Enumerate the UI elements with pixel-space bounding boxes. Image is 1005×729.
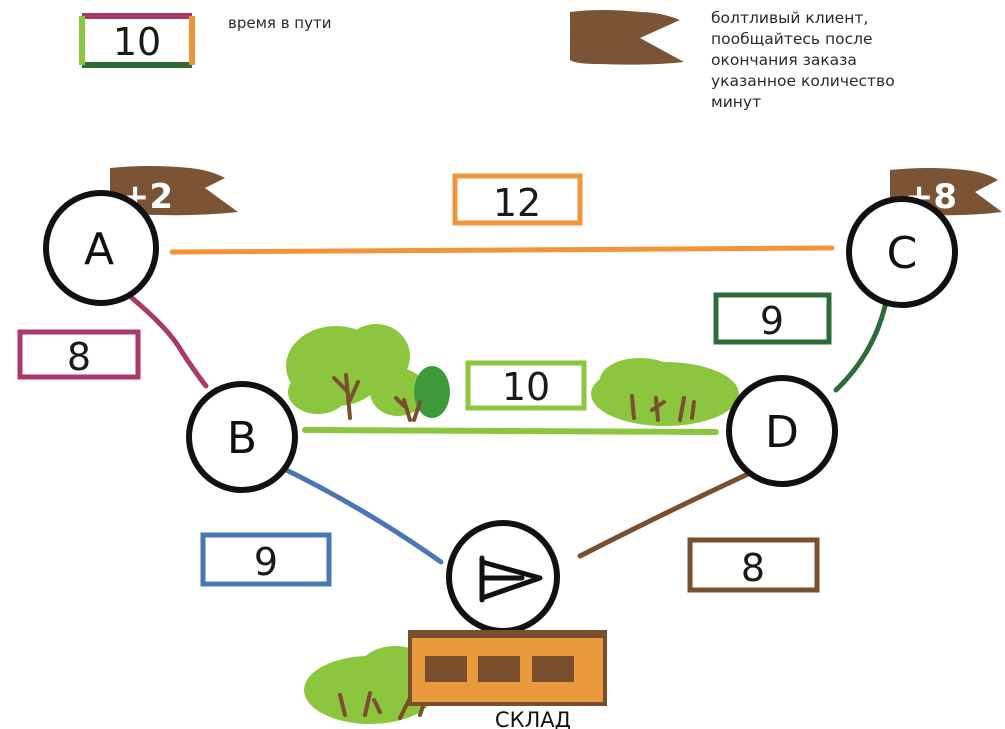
node-depot	[446, 520, 560, 634]
legend-time-box: 10	[79, 13, 195, 68]
depot-arrow-icon	[479, 555, 543, 603]
edge-a-b	[129, 295, 209, 389]
node-c: C	[846, 196, 958, 308]
trees-left	[286, 324, 450, 422]
edge-weight-d-depot: 8	[687, 537, 820, 593]
svg-text:10: 10	[502, 365, 550, 409]
legend-flag-line-4: указанное количество	[711, 72, 895, 90]
legend-time-value: 10	[113, 20, 161, 64]
node-d: D	[726, 375, 838, 487]
legend-time-label: время в пути	[228, 14, 332, 32]
svg-text:12: 12	[493, 181, 541, 225]
svg-text:C: C	[887, 228, 918, 279]
edge-d-depot	[577, 471, 751, 559]
edges	[129, 245, 891, 565]
trees-right	[591, 358, 739, 426]
edge-b-d	[302, 427, 719, 435]
edge-b-depot	[273, 462, 444, 565]
svg-text:8: 8	[67, 335, 91, 379]
legend-flag-label: болтливый клиент, пообщайтесь после окон…	[711, 8, 981, 113]
edge-weight-b-d: 10	[465, 360, 587, 411]
legend-flag-line-2: пообщайтесь после	[711, 30, 873, 48]
depot-building	[408, 630, 607, 706]
edge-weight-c-d: 9	[713, 292, 832, 345]
legend-flag-line-3: окончания заказа	[711, 51, 857, 69]
legend-flag-line-1: болтливый клиент,	[711, 9, 869, 27]
svg-text:9: 9	[760, 299, 784, 343]
edge-weight-a-b: 8	[17, 329, 141, 380]
node-a: A	[43, 190, 159, 306]
edge-weight-a-c: 12	[452, 173, 583, 226]
node-b: B	[186, 381, 298, 493]
svg-text:8: 8	[741, 546, 765, 590]
svg-text:B: B	[227, 413, 257, 464]
edge-weight-b-depot: 9	[200, 532, 332, 587]
legend-flag-line-5: минут	[711, 93, 762, 111]
legend-flag-icon	[570, 10, 684, 65]
svg-text:A: A	[84, 224, 114, 275]
svg-text:D: D	[765, 407, 799, 458]
edge-c-d	[833, 289, 891, 393]
flag-a: +2	[110, 166, 238, 217]
edge-a-c	[169, 245, 835, 255]
depot-label: СКЛАД	[495, 708, 571, 729]
svg-text:9: 9	[254, 540, 278, 584]
